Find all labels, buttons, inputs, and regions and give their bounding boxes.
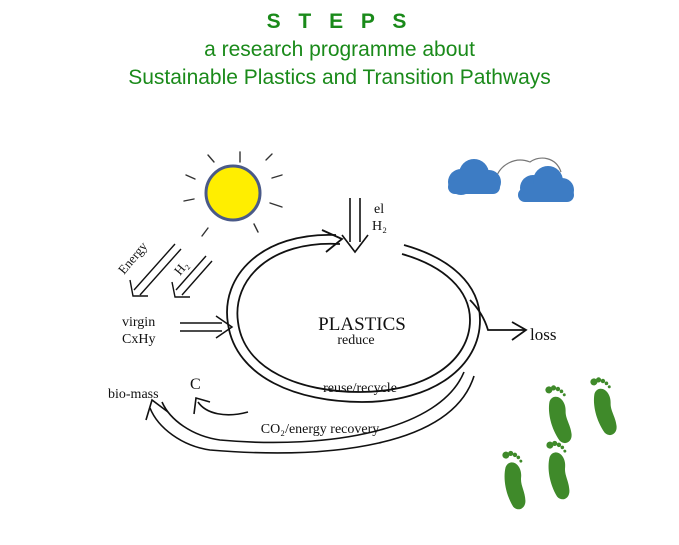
biomass-label: bio-mass bbox=[108, 387, 159, 402]
carbon-label: C bbox=[190, 376, 201, 393]
energy-label: Energy bbox=[115, 238, 151, 277]
program-title: S T E P S bbox=[266, 10, 413, 33]
input-h2-label: H₂ bbox=[372, 219, 387, 234]
input-arrow bbox=[341, 198, 369, 254]
h2-diagonal-label: H₂ bbox=[171, 258, 191, 278]
reuse-recycle-label: reuse/recycle bbox=[323, 381, 397, 396]
co2-recovery-label: CO₂/energy recovery bbox=[261, 422, 380, 437]
program-fullname: Sustainable Plastics and Transition Path… bbox=[128, 66, 551, 89]
energy-arrow bbox=[129, 243, 182, 297]
sun-icon bbox=[183, 151, 283, 237]
center-title: PLASTICS bbox=[318, 314, 406, 335]
cloud-icon bbox=[448, 157, 574, 202]
h2-arrow bbox=[171, 255, 213, 298]
loss-label: loss bbox=[530, 325, 556, 344]
virgin-label: virgin bbox=[122, 315, 155, 330]
center-subtitle: reduce bbox=[337, 333, 374, 348]
virgin-input-arrow bbox=[180, 315, 234, 339]
program-subtitle: a research programme about bbox=[204, 38, 475, 61]
footprint-icon bbox=[502, 377, 617, 510]
recovery-arrows bbox=[145, 371, 475, 454]
input-el-label: el bbox=[374, 202, 384, 217]
cxhy-label: CxHy bbox=[122, 332, 155, 347]
